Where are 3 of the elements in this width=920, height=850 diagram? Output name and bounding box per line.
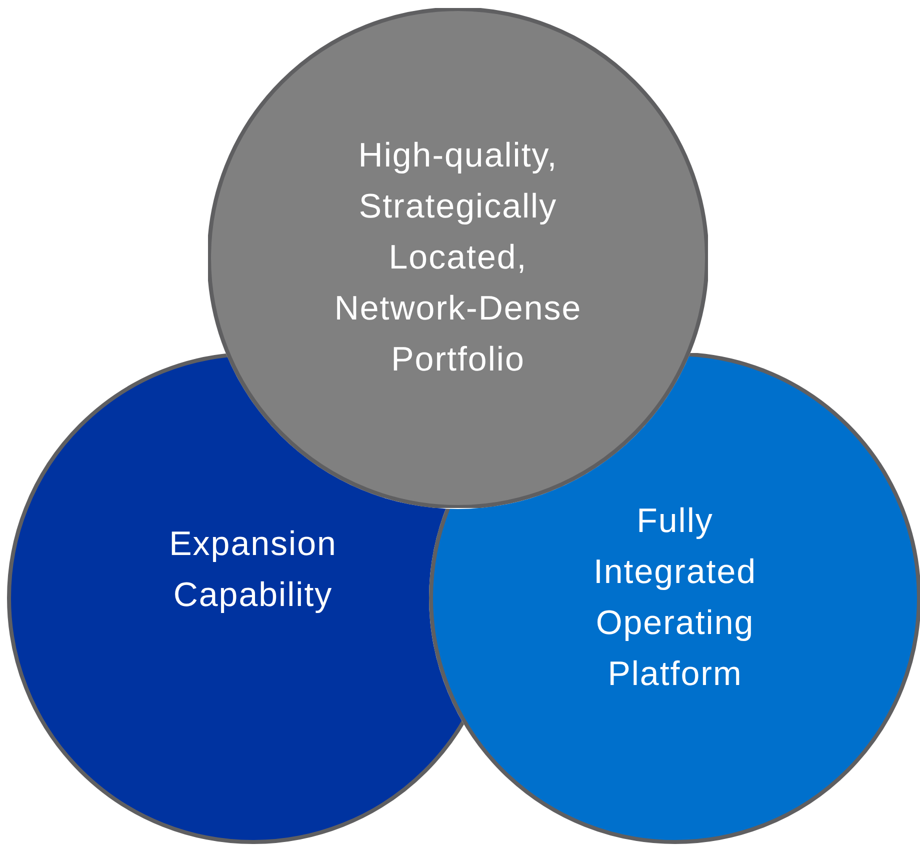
circle-label: Fully Integrated Operating Platform bbox=[592, 501, 758, 695]
circle-label: Expansion Capability bbox=[168, 524, 338, 616]
circle-label: High-quality, Strategically Located, Network-Dense Portfolio bbox=[333, 136, 583, 380]
